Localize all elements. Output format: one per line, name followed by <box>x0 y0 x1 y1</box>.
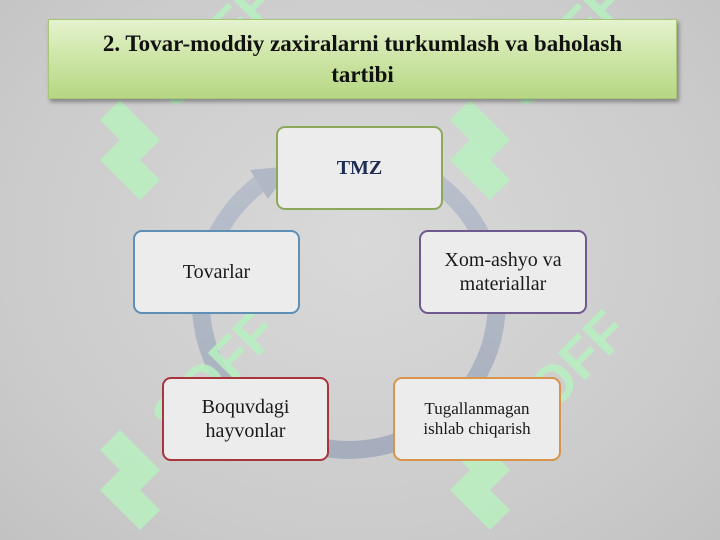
node-tovarlar: Tovarlar <box>133 230 300 314</box>
node-tugallanmagan-label: Tugallanmagan ishlab chiqarish <box>423 398 531 438</box>
node-tmz-label: TMZ <box>336 157 383 179</box>
node-tugallanmagan: Tugallanmagan ishlab chiqarish <box>393 377 561 461</box>
node-xom-ashyo: Xom-ashyo va materiallar <box>419 230 587 314</box>
node-boquvdagi-label: Boquvdagi hayvonlar <box>201 396 290 442</box>
node-xom-ashyo-label: Xom-ashyo va materiallar <box>444 249 562 295</box>
page-title: 2. Tovar-moddiy zaxiralarni turkumlash v… <box>102 31 623 87</box>
node-tmz: TMZ <box>276 126 443 210</box>
node-tovarlar-label: Tovarlar <box>182 261 251 283</box>
node-boquvdagi: Boquvdagi hayvonlar <box>162 377 329 461</box>
title-banner: 2. Tovar-moddiy zaxiralarni turkumlash v… <box>48 19 677 99</box>
